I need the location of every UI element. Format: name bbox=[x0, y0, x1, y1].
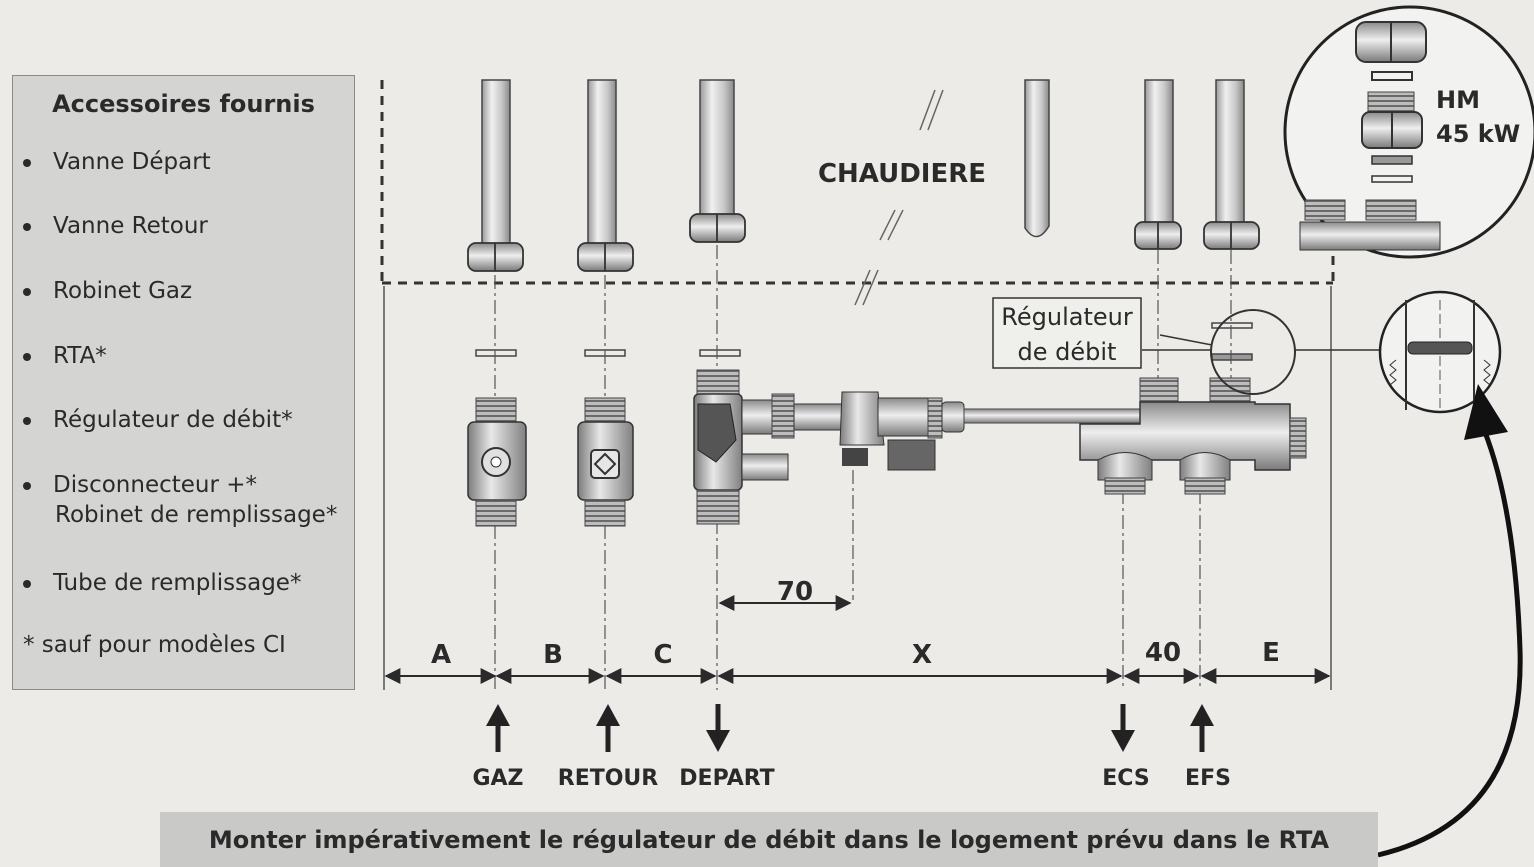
filling-tube bbox=[963, 408, 1145, 424]
bullet-icon bbox=[23, 481, 31, 490]
dimension-b-label: B bbox=[543, 640, 563, 670]
dimension-c-label: C bbox=[653, 640, 672, 670]
connection-depart-label: DEPART bbox=[679, 766, 774, 791]
accessories-box: Accessoires fournis Vanne Départ Vanne R… bbox=[12, 75, 355, 690]
accessory-item: Régulateur de débit* bbox=[23, 404, 293, 437]
regulator-label-line1: Régulateur bbox=[1001, 303, 1133, 331]
connection-efs-label: EFS bbox=[1185, 766, 1231, 791]
dimension-70: 70 bbox=[718, 577, 852, 611]
inset-label-power: 45 kW bbox=[1436, 120, 1520, 148]
inset-label-hm: HM bbox=[1436, 86, 1480, 114]
bullet-icon bbox=[23, 352, 31, 361]
boiler-label: CHAUDIERE bbox=[818, 159, 986, 189]
regulator-detail-circle bbox=[1210, 309, 1296, 395]
dimension-40-label: 40 bbox=[1145, 638, 1181, 668]
dimension-e-label: E bbox=[1262, 638, 1280, 668]
leader-line bbox=[1159, 334, 1213, 346]
hex-nuts bbox=[467, 213, 1260, 272]
dimension-x-label: X bbox=[912, 640, 932, 670]
accessory-item: Tube de remplissage* bbox=[23, 567, 301, 600]
bullet-icon bbox=[23, 287, 31, 296]
gas-valve bbox=[467, 397, 527, 527]
return-valve bbox=[577, 397, 634, 527]
break-mark bbox=[854, 89, 944, 306]
connection-ecs-label: ECS bbox=[1102, 766, 1149, 791]
bullet-icon bbox=[23, 158, 31, 167]
accessory-item: Vanne Retour bbox=[23, 210, 208, 243]
accessory-item: Disconnecteur +* bbox=[23, 469, 257, 502]
regulator-inset bbox=[1378, 290, 1502, 414]
callout-arrow bbox=[1377, 384, 1523, 858]
regulator-label-line2: de débit bbox=[1018, 338, 1117, 366]
accessory-item: Vanne Départ bbox=[23, 146, 211, 179]
accessory-item: RTA* bbox=[23, 340, 107, 373]
dimension-70-label: 70 bbox=[777, 577, 813, 607]
bullet-icon bbox=[23, 579, 31, 588]
departure-valve-assembly bbox=[693, 369, 965, 525]
accessories-title: Accessoires fournis bbox=[52, 90, 315, 118]
boiler-pipes bbox=[481, 79, 1245, 251]
regulator-label: Régulateur de débit bbox=[992, 297, 1142, 369]
dimension-a-label: A bbox=[431, 640, 451, 670]
instruction-text: Monter impérativement le régulateur de d… bbox=[208, 825, 1330, 854]
instruction-banner: Monter impérativement le régulateur de d… bbox=[160, 812, 1378, 867]
mounting-frame bbox=[383, 286, 1332, 690]
bullet-icon bbox=[23, 222, 31, 231]
flow-arrows bbox=[486, 704, 1214, 752]
hm-inset: HM 45 kW bbox=[1283, 5, 1534, 259]
accessory-item: Robinet Gaz bbox=[23, 275, 192, 308]
connection-retour-label: RETOUR bbox=[558, 766, 659, 791]
footnote: * sauf pour modèles CI bbox=[23, 632, 286, 658]
accessory-item-continuation: Robinet de remplissage* bbox=[55, 502, 338, 528]
connection-gaz-label: GAZ bbox=[472, 766, 523, 791]
rta-manifold bbox=[1079, 377, 1307, 495]
bullet-icon bbox=[23, 416, 31, 425]
